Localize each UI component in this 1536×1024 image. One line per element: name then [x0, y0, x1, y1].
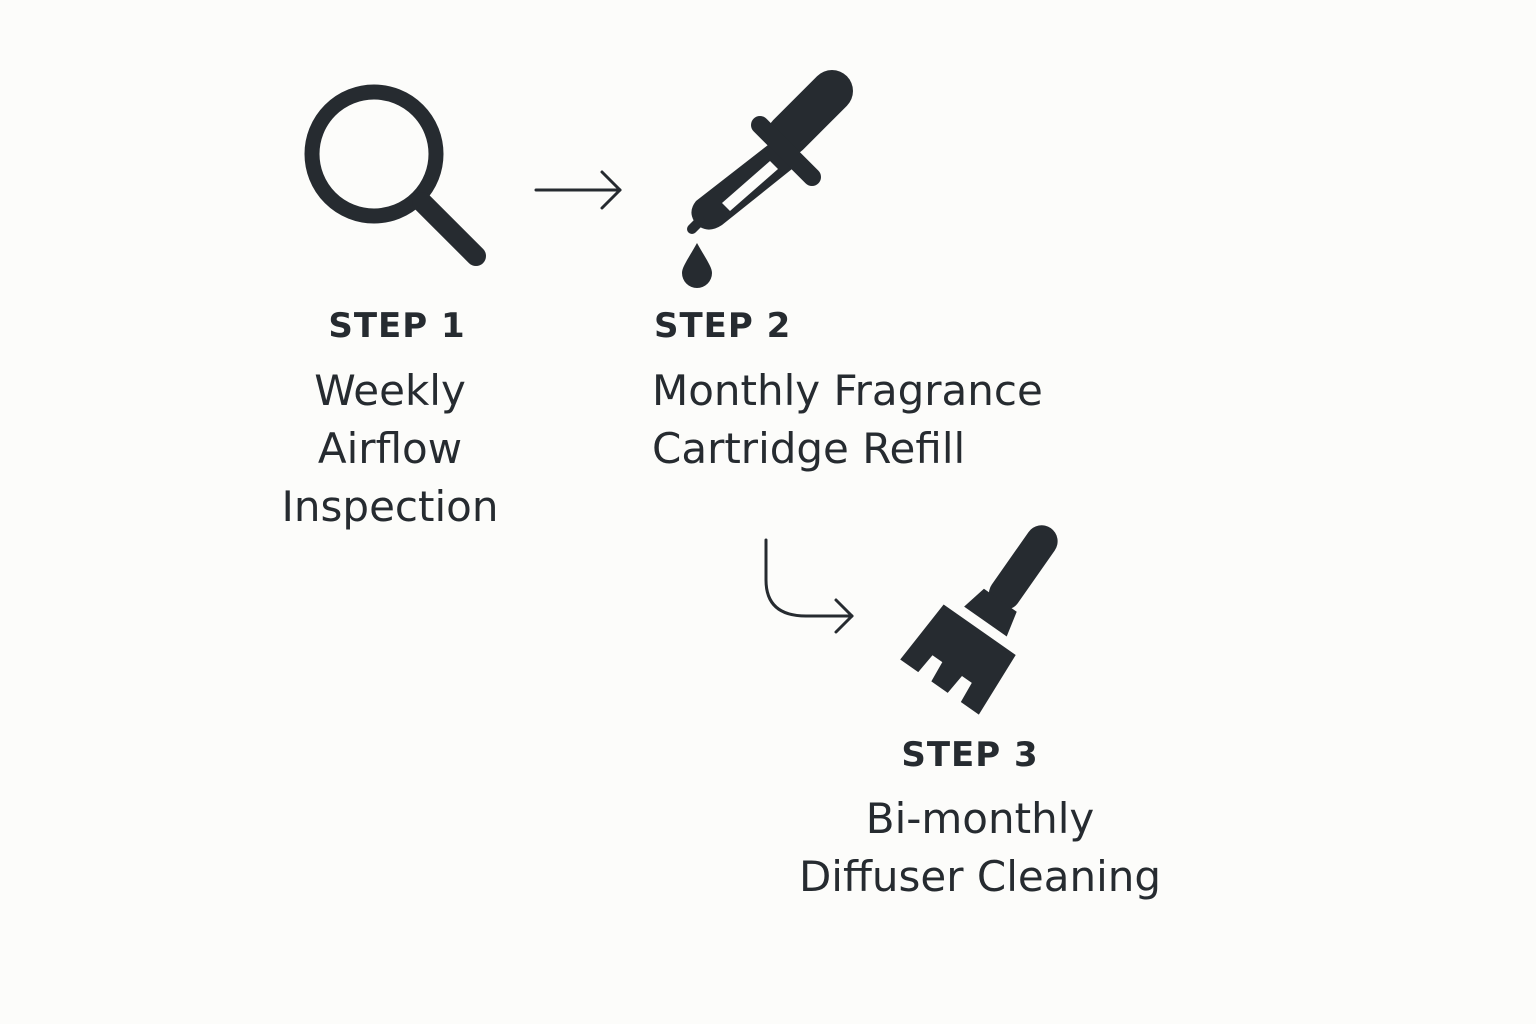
- step-2-title: Monthly Fragrance Cartridge Refill: [652, 362, 1152, 478]
- dropper-icon: [682, 70, 853, 288]
- step-1-label: STEP 1: [328, 306, 466, 346]
- step-2-title-line: Cartridge Refill: [652, 424, 966, 473]
- step-3-title-line: Bi-monthly: [865, 794, 1095, 843]
- step-1-title: Weekly Airflow Inspection: [240, 362, 540, 536]
- step-3-label: STEP 3: [901, 735, 1039, 775]
- step-3-title-line: Diffuser Cleaning: [798, 852, 1162, 901]
- curved-arrow-icon: [764, 538, 854, 634]
- step-1-title-line: Weekly: [314, 366, 466, 415]
- paintbrush-icon: [900, 525, 1058, 715]
- step-3-title: Bi-monthly Diffuser Cleaning: [760, 790, 1200, 906]
- magnifying-glass-icon: [304, 84, 486, 266]
- step-2-title-line: Monthly Fragrance: [652, 366, 1043, 415]
- step-1-title-line: Inspection: [281, 482, 499, 531]
- arrow-right-icon: [534, 170, 622, 210]
- step-2-label: STEP 2: [654, 306, 792, 346]
- step-1-title-line: Airflow: [317, 424, 463, 473]
